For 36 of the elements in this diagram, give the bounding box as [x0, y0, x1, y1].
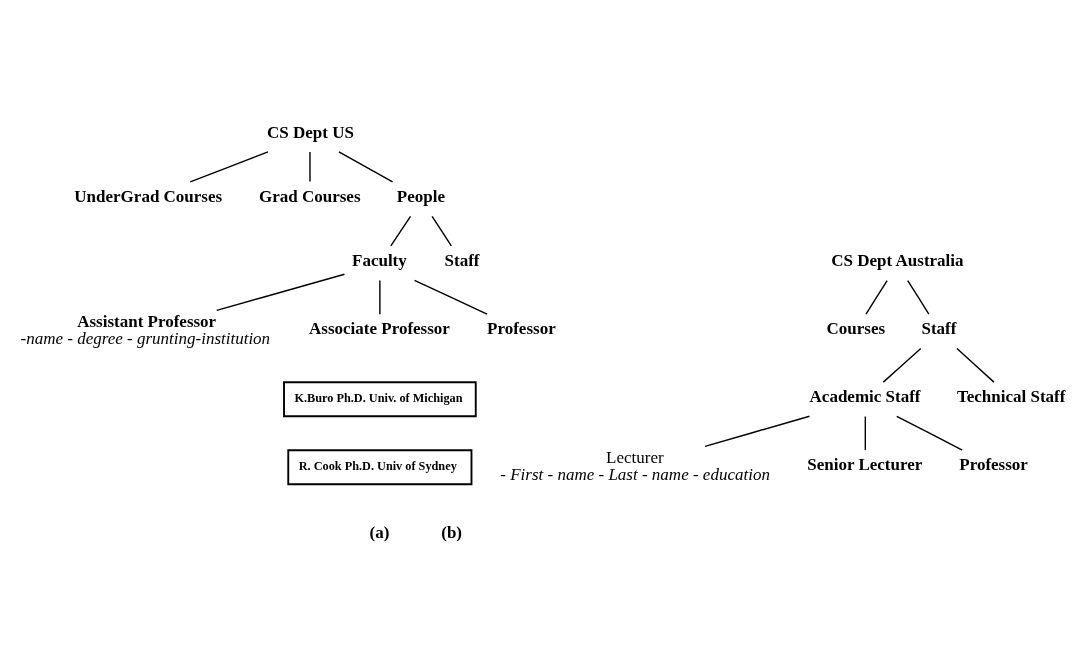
label: (b) [441, 523, 463, 543]
node-text: UnderGrad Courses [74, 187, 223, 207]
node-text: Technical Staff [956, 387, 1066, 407]
node-text: People [396, 187, 446, 207]
connector [413, 279, 488, 315]
node-text: Professor [487, 319, 556, 339]
connector [704, 415, 811, 448]
node-text: Staff [921, 319, 957, 339]
connector [379, 279, 381, 315]
node-text: Staff [444, 251, 480, 271]
node-text: Lecturer - First - name - Last - name - education [500, 447, 770, 484]
connector [865, 279, 888, 315]
connector [309, 151, 311, 183]
connector [189, 151, 269, 183]
node-text: CS Dept Australia [831, 251, 964, 271]
connector [864, 415, 867, 451]
node-text: Senior Lecturer [807, 455, 923, 475]
node-text: Associate Professor [309, 319, 450, 339]
connector [882, 347, 922, 383]
node-text: Assistant Professor -name - degree - grunting-institution [20, 311, 271, 348]
node-text: Professor [959, 455, 1028, 475]
connector [216, 273, 346, 312]
connector [956, 347, 995, 383]
node-box: R. Cook Ph.D. Univ of Sydney [287, 449, 473, 486]
node-text: Grad Courses [258, 187, 361, 207]
node-text: Faculty [352, 251, 407, 271]
node-text: CS Dept US [267, 122, 354, 142]
label: (a) [369, 523, 390, 543]
connector [431, 215, 452, 247]
connector [896, 415, 963, 451]
connector [907, 279, 930, 315]
node-text: Academic Staff [809, 387, 921, 407]
node-box: K.Buro Ph.D. Univ. of Michigan [283, 381, 477, 418]
node-text: Courses [826, 319, 886, 339]
connector [338, 151, 394, 183]
connector [390, 215, 412, 247]
